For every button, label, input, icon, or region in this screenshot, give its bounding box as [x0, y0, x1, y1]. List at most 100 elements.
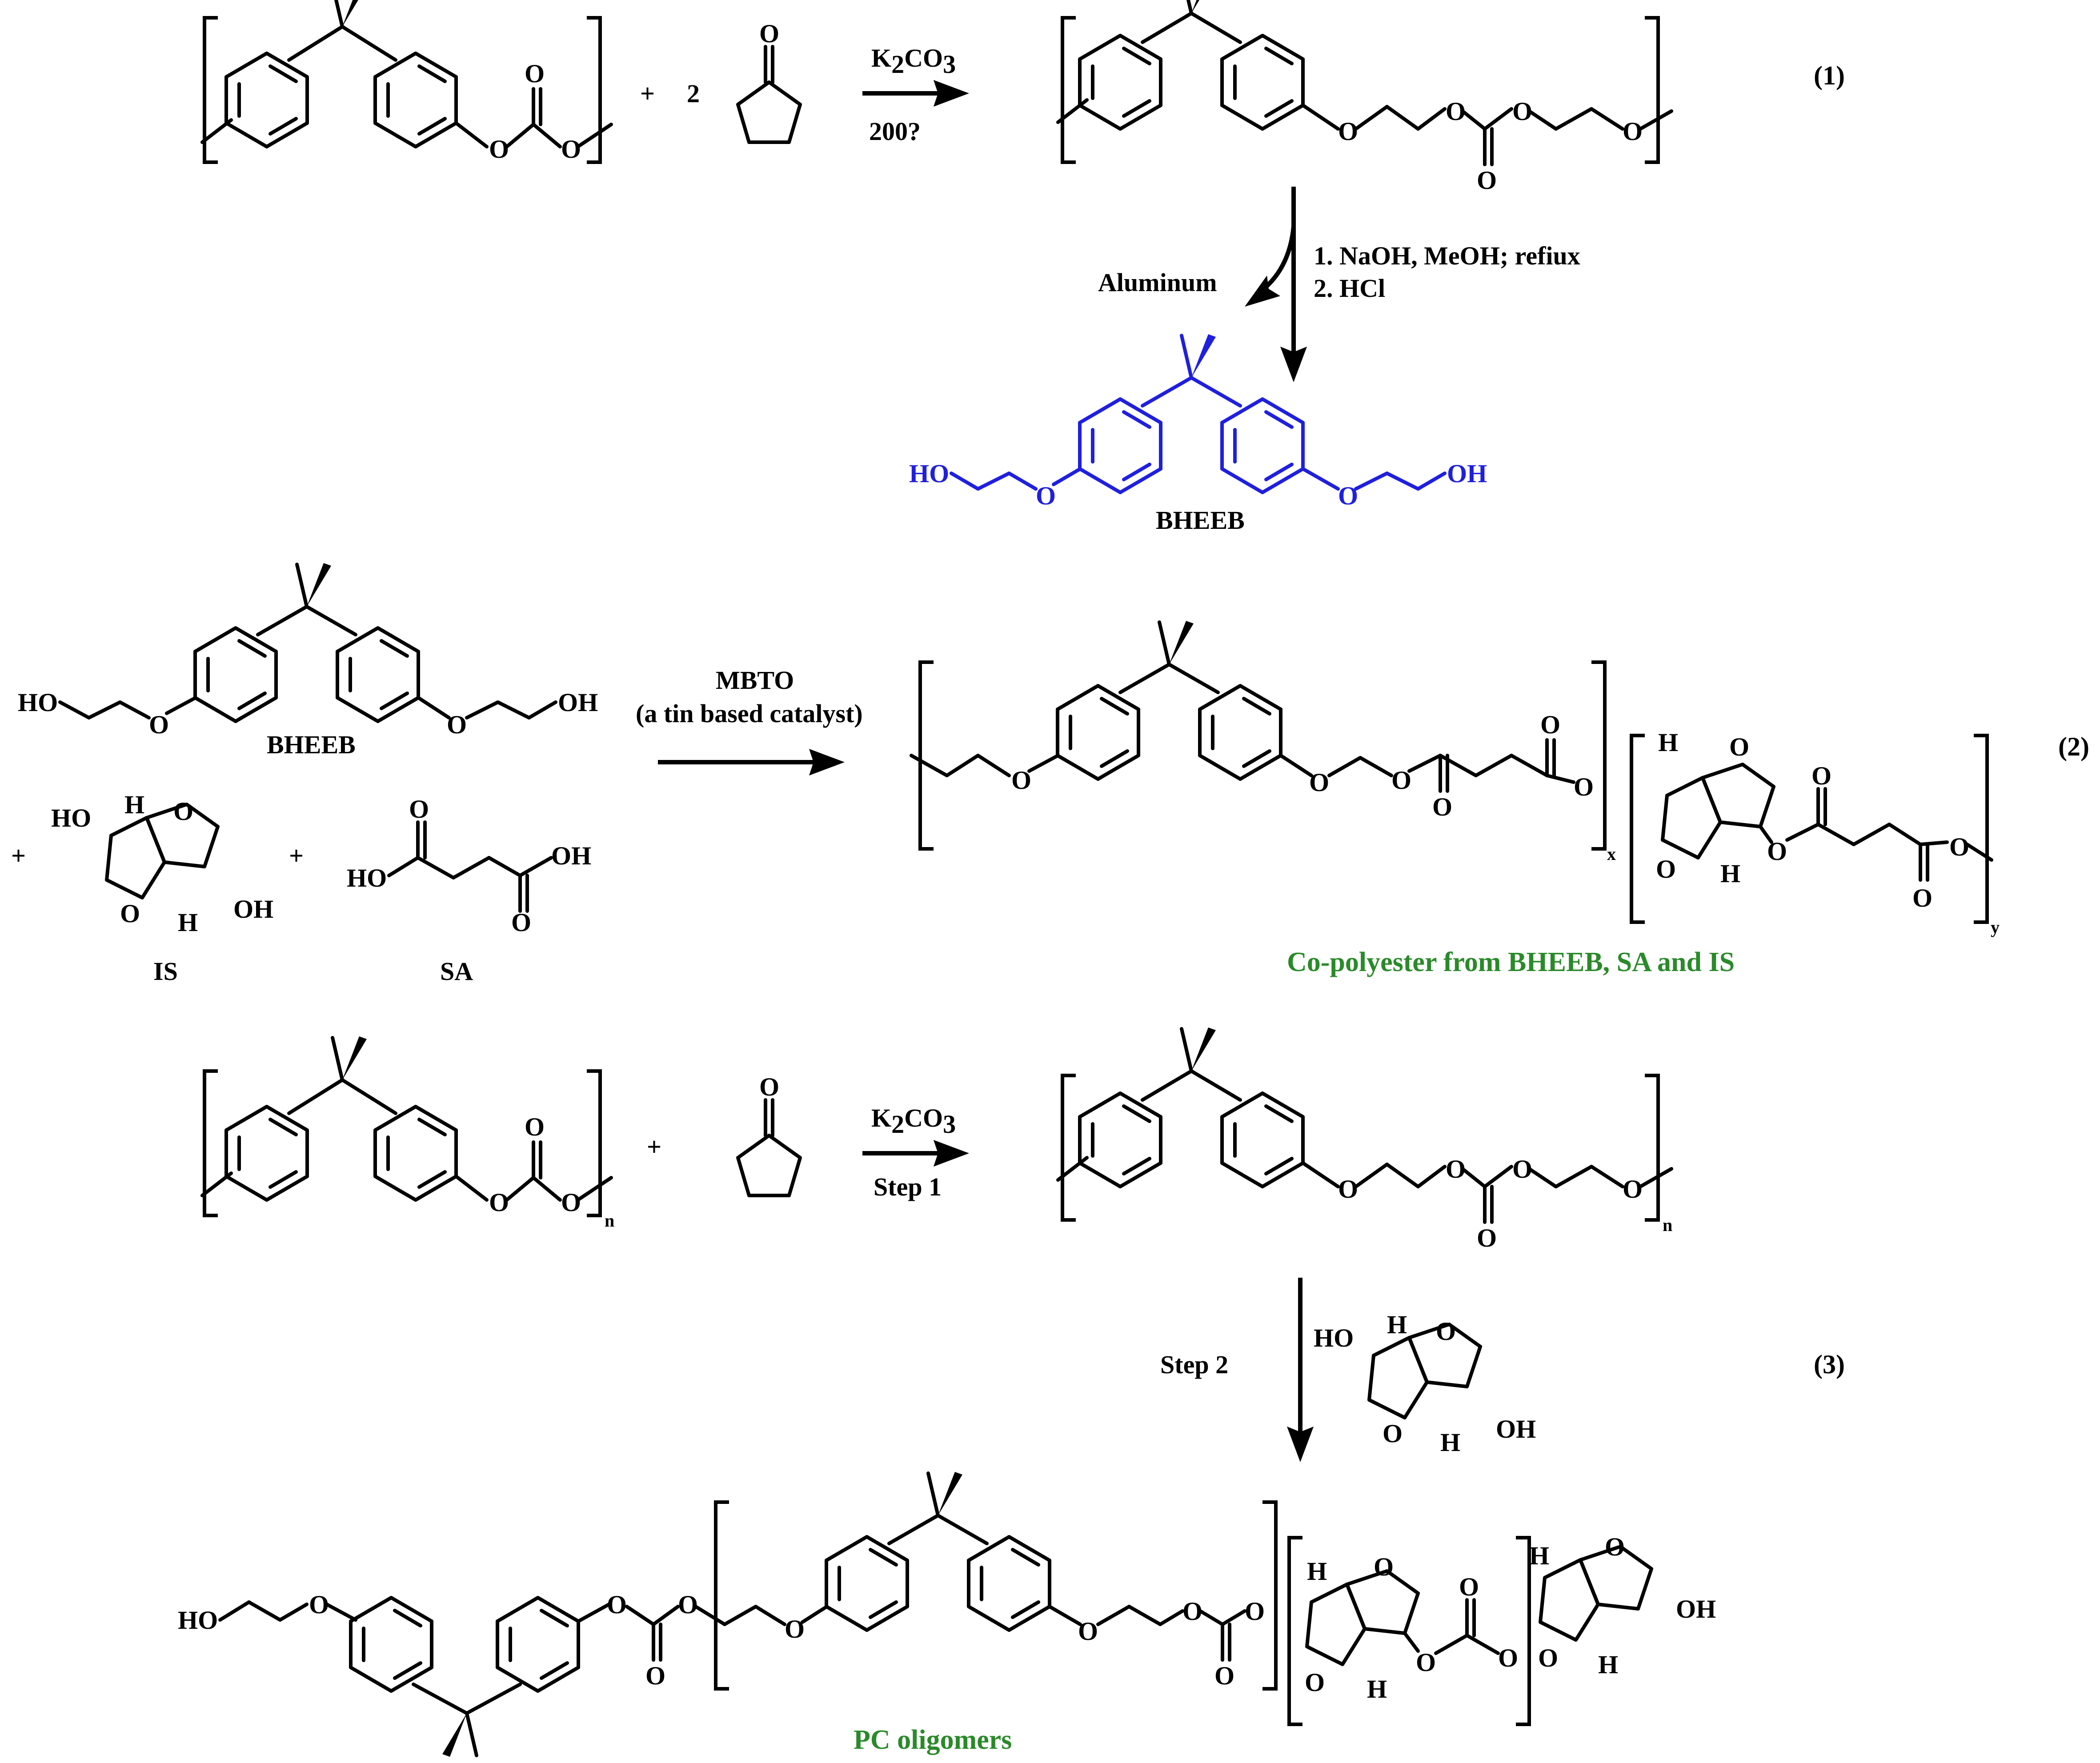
- reaction-arrow-1b: Aluminum 1. NaOH, MeOH; refiux 2. HCl: [1098, 187, 1580, 382]
- ring-oxygen: O: [120, 899, 140, 928]
- ester-oxygen: O: [1245, 1597, 1265, 1626]
- oxygen-label: O: [759, 1072, 779, 1101]
- hydrogen-label: H: [1307, 1557, 1327, 1586]
- plus-sign: +: [647, 1132, 661, 1161]
- oxygen-label: O: [1512, 97, 1532, 126]
- hydrogen-label: H: [1598, 1650, 1618, 1679]
- step2-label: Step 2: [1160, 1350, 1228, 1379]
- oxygen-label: O: [489, 135, 509, 164]
- step1-label: Step 1: [874, 1172, 942, 1201]
- pc-ec-product-1: O O O O O: [1056, 0, 1673, 195]
- reaction-arrow-2: MBTO (a tin based catalyst): [636, 666, 863, 776]
- sa-label: SA: [440, 957, 473, 986]
- oxygen-label: O: [1446, 1155, 1466, 1183]
- ether-oxygen: O: [1338, 481, 1358, 510]
- co-polyester-product: O O O O O O x: [910, 621, 2000, 937]
- subscript-n: n: [605, 1211, 614, 1231]
- carbonyl-oxygen: O: [1540, 710, 1560, 739]
- oxygen-label: O: [1623, 117, 1643, 146]
- svg-text:K2CO3: K2CO3: [871, 44, 956, 79]
- reagent-co: CO: [904, 44, 943, 72]
- coefficient: 2: [687, 79, 700, 108]
- hydrogen-label: H: [1529, 1541, 1549, 1570]
- hydrogen-label: H: [124, 790, 144, 819]
- ring-oxygen: O: [1656, 855, 1676, 883]
- reagent-sub-2: 2: [891, 50, 904, 79]
- succinic-acid-reactant: HO O O OH SA: [347, 795, 591, 986]
- svg-text:K2CO3: K2CO3: [871, 1103, 956, 1139]
- pc-repeat-unit-3: n O O O: [200, 1036, 614, 1231]
- oxygen-label: O: [525, 1112, 545, 1141]
- reagent-sub-2: 2: [891, 1110, 904, 1139]
- ether-oxygen: O: [1036, 481, 1056, 510]
- hydrogen-label: H: [1387, 1310, 1407, 1339]
- condition-label-2: 2. HCl: [1314, 274, 1385, 303]
- ethylene-carbonate: O: [738, 19, 800, 142]
- subscript-x: x: [1607, 844, 1616, 864]
- ester-oxygen: O: [607, 1590, 627, 1619]
- hydrogen-label: H: [1440, 1428, 1460, 1457]
- hydroxyl-label: OH: [1496, 1415, 1536, 1443]
- oxygen-label: O: [1338, 1175, 1358, 1203]
- oxygen-label: O: [1338, 117, 1358, 146]
- hydroxyl-label: OH: [551, 841, 591, 870]
- equation-number-1: (1): [1814, 61, 1845, 90]
- ethylene-carbonate-3: O: [738, 1072, 800, 1195]
- hydroxyl-label: HO: [1314, 1323, 1354, 1352]
- oxygen-label: O: [1512, 1155, 1532, 1183]
- side-product-label: Aluminum: [1098, 268, 1217, 297]
- reaction-3: n O O O + O K2CO3 Step 1: [178, 1027, 1845, 1757]
- ether-oxygen: O: [1078, 1617, 1098, 1646]
- reagent-k: K: [871, 1103, 891, 1132]
- plus-sign: +: [11, 841, 26, 870]
- subscript-y: y: [1991, 917, 2000, 937]
- oxygen-label: O: [525, 59, 545, 88]
- ring-oxygen: O: [1729, 732, 1749, 761]
- catalyst-label: MBTO: [716, 666, 794, 695]
- ring-oxygen: O: [1383, 1419, 1403, 1448]
- ester-oxygen: O: [1574, 772, 1594, 801]
- hydroxyl-label: HO: [18, 688, 58, 717]
- ester-oxygen: O: [1391, 766, 1411, 795]
- hydrogen-label: H: [1658, 728, 1678, 757]
- catalyst-note: (a tin based catalyst): [636, 699, 863, 728]
- hydroxyl-label: HO: [51, 804, 91, 832]
- ring-oxygen: O: [1436, 1317, 1456, 1346]
- carbonyl-oxygen: O: [409, 795, 429, 824]
- oxygen-label: O: [1477, 166, 1497, 195]
- oxygen-label: O: [561, 135, 581, 164]
- carbonyl-oxygen: O: [1912, 883, 1932, 912]
- bheeb-label: BHEEB: [1156, 506, 1245, 535]
- carbonyl-oxygen: O: [1811, 761, 1831, 790]
- plus-sign: +: [289, 841, 304, 870]
- hydrogen-label: H: [1367, 1675, 1387, 1703]
- bheeb-label: BHEEB: [267, 730, 356, 759]
- bheeb-reactant: HO O O OH BHEEB: [18, 563, 598, 759]
- carbonyl-oxygen: O: [1459, 1572, 1479, 1601]
- hydroxyl-label: HO: [909, 459, 949, 488]
- oxygen-label: O: [489, 1188, 509, 1217]
- reagent-sub-3: 3: [943, 1110, 956, 1139]
- hydroxyl-label: OH: [558, 688, 598, 717]
- hydrogen-label: H: [1720, 859, 1740, 888]
- carbonyl-oxygen: O: [645, 1661, 665, 1690]
- hydroxyl-label: OH: [233, 895, 273, 923]
- reaction-arrow-3: K2CO3 Step 1: [862, 1103, 969, 1201]
- co-polyester-label: Co-polyester from BHEEB, SA and IS: [1287, 947, 1735, 977]
- temperature-label: 200?: [869, 117, 921, 146]
- isosorbide-reactant: HO H O O H OH IS: [51, 790, 273, 986]
- ester-oxygen: O: [1416, 1648, 1436, 1677]
- hydrogen-label: H: [178, 908, 198, 937]
- ether-oxygen: O: [149, 710, 169, 739]
- equation-number-2: (2): [2058, 732, 2089, 761]
- reaction-arrow-1: K2CO3 200?: [862, 44, 969, 146]
- carbonyl-oxygen: O: [1432, 792, 1452, 821]
- reagent-sub-3: 3: [943, 50, 956, 79]
- ring-oxygen: O: [1605, 1532, 1625, 1561]
- oxygen-label: O: [561, 1188, 581, 1217]
- oxygen-label: O: [1623, 1175, 1643, 1203]
- ring-oxygen: O: [1374, 1552, 1394, 1581]
- hydroxyl-label: OH: [1676, 1595, 1716, 1623]
- pc-oligomer-product: H O O O O O O: [178, 1472, 1716, 1757]
- isosorbide-reagent: HO H O O H OH: [1314, 1310, 1536, 1457]
